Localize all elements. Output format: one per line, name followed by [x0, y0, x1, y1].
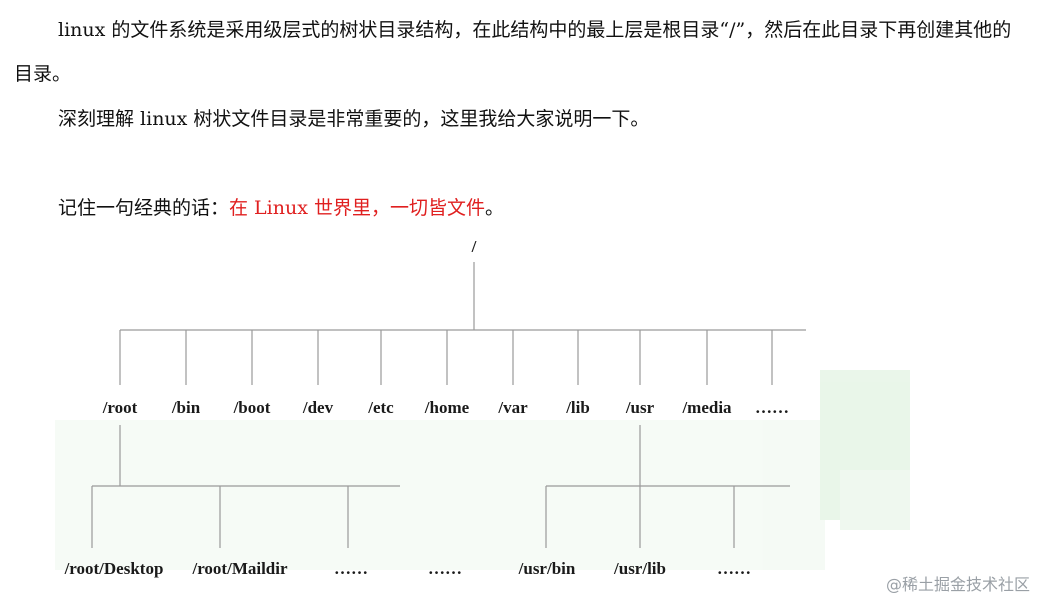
quote-paragraph: 记住一句经典的话：在 Linux 世界里，一切皆文件。	[58, 186, 1046, 230]
tree-node: /var	[497, 398, 528, 417]
intro-paragraph: linux 的文件系统是采用级层式的树状目录结构，在此结构中的最上层是根目录“/…	[14, 19, 1012, 85]
tree-node: /bin	[171, 398, 201, 417]
watermark-graphic	[55, 370, 910, 570]
tree-node: /boot	[233, 398, 271, 417]
tree-node: /root/Maildir	[191, 559, 288, 578]
explanation-paragraph: 深刻理解 linux 树状文件目录是非常重要的，这里我给大家说明一下。	[58, 108, 650, 130]
quote-prefix: 记住一句经典的话：	[58, 197, 230, 219]
directory-tree-diagram: / /root /bin /boot /dev /etc /home /var …	[55, 237, 910, 578]
tree-node: /usr	[625, 398, 655, 417]
tree-node: ……	[334, 559, 368, 578]
tree-node: /lib	[565, 398, 590, 417]
tree-node: /dev	[302, 398, 334, 417]
tree-node: ……	[717, 559, 751, 578]
tree-node: ……	[428, 559, 462, 578]
watermark-text: @稀土掘金技术社区	[885, 575, 1030, 594]
tree-node: /media	[681, 398, 732, 417]
tree-node: /root/Desktop	[64, 559, 164, 578]
tree-node: /usr/lib	[613, 559, 666, 578]
tree-node: /home	[424, 398, 470, 417]
tree-root-label: /	[471, 237, 477, 256]
quote-suffix: 。	[484, 197, 504, 219]
tree-node: /etc	[367, 398, 394, 417]
tree-node: /root	[102, 398, 138, 417]
tree-node: /usr/bin	[518, 559, 576, 578]
tree-node: ……	[755, 398, 789, 417]
quote-highlight: 在 Linux 世界里，一切皆文件	[229, 197, 485, 219]
